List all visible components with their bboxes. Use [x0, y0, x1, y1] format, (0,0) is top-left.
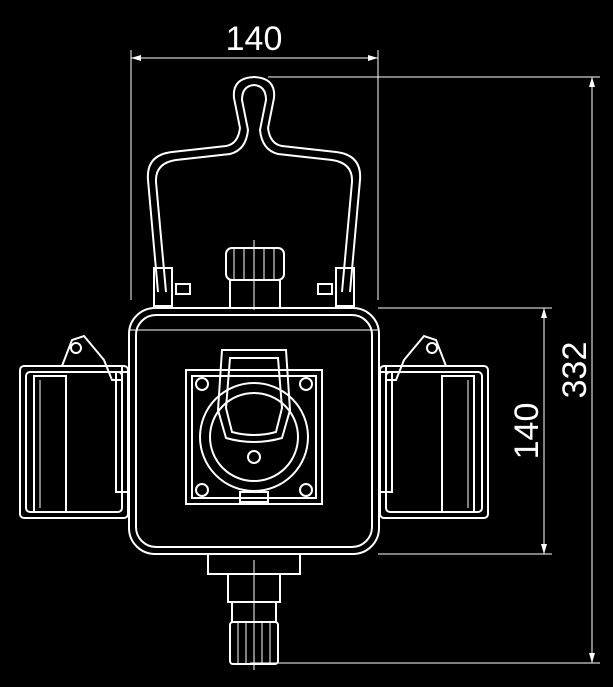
dimension-label-body-height: 140 — [508, 403, 546, 460]
dimension-label-total-height: 332 — [556, 342, 594, 399]
bottom-inlet — [207, 553, 301, 670]
left-side-socket — [19, 334, 129, 519]
carrying-handle — [146, 75, 362, 307]
main-housing — [128, 307, 380, 555]
dimension-top: 140 — [130, 20, 379, 300]
right-side-socket — [379, 334, 489, 519]
dimension-label-width: 140 — [226, 20, 283, 58]
dimension-right-body: 140 — [378, 307, 552, 555]
front-socket — [185, 349, 323, 505]
dimension-right-total: 332 — [250, 76, 600, 664]
top-cable-gland — [225, 240, 285, 310]
